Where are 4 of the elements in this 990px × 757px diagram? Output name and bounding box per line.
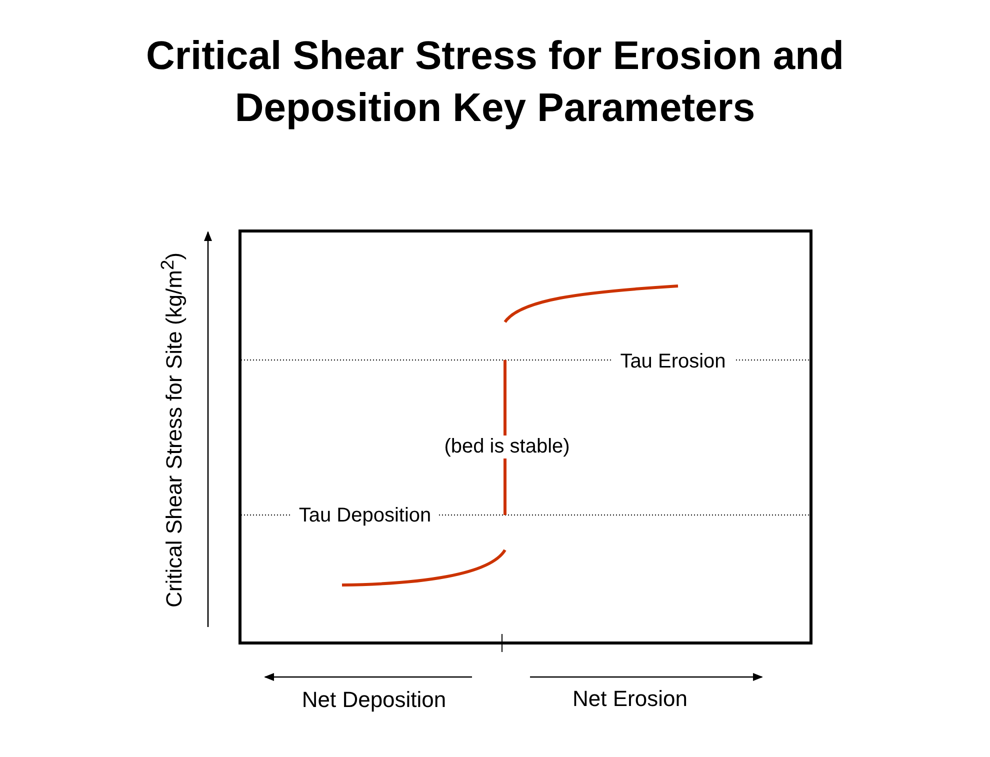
- axis-label: Net Erosion: [572, 686, 688, 712]
- chart-title: Critical Shear Stress for Erosion and Deposition Key Parameters: [145, 33, 845, 132]
- line-label: Tau Deposition: [290, 504, 440, 528]
- axis-label: Net Deposition: [302, 687, 446, 713]
